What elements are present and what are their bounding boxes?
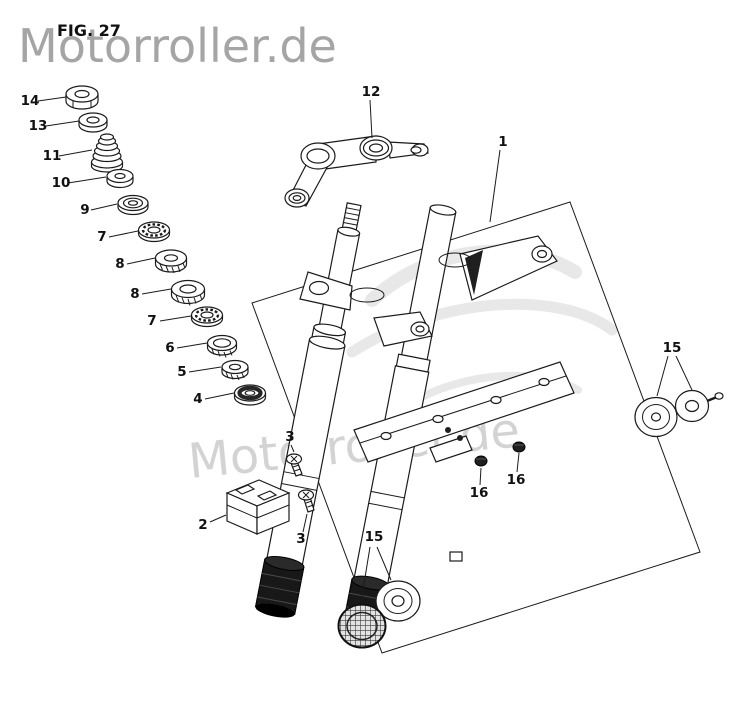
- leader-lines: [37, 96, 693, 603]
- part-2-block: [225, 479, 291, 535]
- callout-12: 12: [362, 84, 381, 100]
- nut-16-right: [512, 441, 526, 453]
- part-8-bearing-cone-lower: [170, 279, 206, 306]
- callout-8-lower: 8: [130, 286, 139, 302]
- part-15-cap-bottom: [337, 580, 421, 649]
- callout-11: 11: [43, 148, 62, 164]
- part-5-cone-washer: [221, 359, 249, 381]
- part-4-bearing-race: [233, 384, 267, 406]
- callout-9: 9: [80, 202, 89, 218]
- part-14-hex-nut: [65, 85, 99, 110]
- part-3-screw-lower: [297, 489, 315, 513]
- callout-16-right: 16: [507, 472, 526, 488]
- callout-labels: 14 13 11 10 9 7 8 8 7 6 5 4 12 1 15 16 1…: [21, 84, 682, 547]
- watermark-top-text: Motorroller.de: [18, 19, 337, 73]
- callout-7-upper: 7: [97, 229, 106, 245]
- callout-10: 10: [52, 175, 71, 191]
- part-10-washer: [106, 168, 134, 189]
- callout-8-upper: 8: [115, 256, 124, 272]
- part-13-washer: [78, 112, 108, 133]
- bracket-left-upper: [299, 271, 385, 311]
- part-8-bearing-cone-upper: [154, 249, 188, 274]
- callout-6: 6: [165, 340, 174, 356]
- callout-7-lower: 7: [147, 313, 156, 329]
- assembly-outline-box: [251, 201, 701, 654]
- figure-label: FIG. 27: [57, 21, 121, 40]
- callout-15-right: 15: [663, 340, 682, 356]
- callout-3-lower: 3: [296, 531, 305, 547]
- bracket-right: [438, 235, 558, 301]
- part-7-ball-retainer-upper: [137, 221, 171, 243]
- part-7-ball-retainer-lower: [190, 306, 224, 328]
- callout-2: 2: [198, 517, 207, 533]
- callout-16-left: 16: [470, 485, 489, 501]
- callout-5: 5: [177, 364, 186, 380]
- bracket-left-lower: [373, 311, 433, 347]
- part-15-cap-right: [634, 389, 724, 438]
- part-12-top-bracket: [284, 135, 429, 208]
- callout-1: 1: [498, 134, 507, 150]
- part-3-screw-upper: [285, 453, 303, 477]
- part-6-seal-ring: [206, 334, 238, 358]
- callout-15-bottom: 15: [365, 529, 384, 545]
- callout-3-upper: 3: [285, 429, 294, 445]
- fender-brace: [353, 361, 575, 463]
- callout-14: 14: [21, 93, 40, 109]
- part-9-cover-ring: [117, 194, 149, 216]
- nut-16-left: [474, 455, 488, 467]
- fork-clip-tab: [449, 551, 463, 562]
- callout-4: 4: [193, 391, 202, 407]
- callout-13: 13: [29, 118, 48, 134]
